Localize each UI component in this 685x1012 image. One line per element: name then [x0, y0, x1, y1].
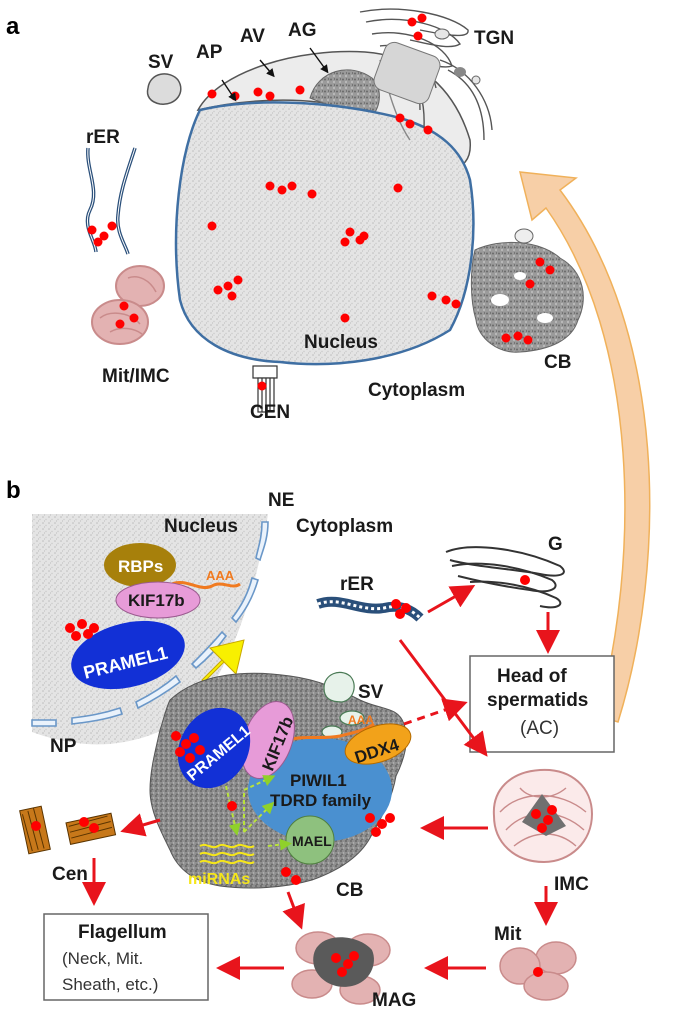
label-piwil1: PIWIL1: [290, 771, 347, 790]
cb-hole: [537, 313, 553, 323]
golgi-stack: [373, 41, 441, 105]
label-cytoplasm-a: Cytoplasm: [368, 380, 465, 401]
label-ne: NE: [268, 490, 294, 511]
mrna-tail-b2: [281, 722, 375, 744]
imc-node: [492, 768, 594, 864]
label-cytoplasm-b: Cytoplasm: [296, 516, 393, 537]
label-imc: IMC: [554, 874, 589, 895]
transport-arrows: [82, 585, 560, 980]
label-kif17b-b1: KIF17b: [128, 591, 185, 610]
sv-vesicle-a: [146, 73, 182, 105]
mitochondria-a: [91, 265, 165, 345]
pramel1-dots-mag: [331, 951, 359, 977]
label-aaa-b1: AAA: [206, 568, 235, 583]
label-flag-line2: (Neck, Mit.: [62, 949, 143, 968]
label-np: NP: [50, 736, 77, 757]
pramel1-dots-rer-b: [391, 599, 411, 619]
label-av: AV: [240, 26, 265, 47]
label-nucleus-b: Nucleus: [164, 516, 238, 537]
pramel1-dots-imc: [531, 805, 557, 833]
cb-hole: [514, 272, 526, 280]
label-rer-b: rER: [340, 574, 374, 595]
rbps-node: [104, 543, 176, 587]
cb-hole: [491, 294, 509, 306]
pramel1-node-b2: [177, 707, 251, 789]
label-ap: AP: [196, 42, 223, 63]
ddx4-node: [344, 723, 412, 765]
label-mit-b: Mit: [494, 924, 522, 945]
label-head-line1: Head of: [497, 666, 567, 687]
mitochondria-b: [499, 941, 577, 1001]
pramel1-dots-b1: [65, 619, 99, 641]
panel-b-letter: b: [6, 477, 21, 504]
label-head-line3: (AC): [520, 718, 559, 739]
mrna-tail-b1: [171, 581, 241, 589]
kif17b-node-b1: [115, 581, 201, 619]
label-mael: MAEL: [292, 833, 332, 849]
leader-lines-a: [221, 47, 329, 102]
nucleus-a: [174, 101, 475, 366]
rer-b: [316, 596, 424, 622]
rer-a: [85, 147, 137, 255]
label-head-line2: spermatids: [487, 690, 588, 711]
pramel1-dot-mit: [533, 967, 543, 977]
nuclear-export-arrow: [201, 639, 245, 683]
label-ag: AG: [288, 20, 317, 41]
sv-vesicle-b: [323, 671, 355, 703]
piwil1-tdrd-node: [248, 738, 392, 842]
mirna-wavy: [199, 843, 255, 865]
label-mit-imc: Mit/IMC: [102, 366, 170, 387]
head-spermatids-box: [469, 655, 615, 753]
pramel1-dot-golgi-b: [520, 575, 530, 585]
label-rer-a: rER: [86, 127, 120, 148]
interaction-arrows-cb: [225, 775, 292, 851]
label-mag: MAG: [372, 990, 416, 1011]
label-flag-line3: Sheath, etc.): [62, 975, 158, 994]
label-flag-line1: Flagellum: [78, 922, 167, 943]
label-rbps: RBPs: [118, 557, 163, 576]
label-sv-b: SV: [358, 682, 384, 703]
label-cb-b: CB: [336, 880, 363, 901]
pramel1-dots-cb-b: [171, 731, 395, 885]
label-sv-a: SV: [148, 52, 174, 73]
label-aaa-b2: AAA: [348, 713, 374, 727]
label-nucleus-a: Nucleus: [304, 332, 378, 353]
sv-vesicle-b2: [339, 710, 365, 726]
label-g: G: [548, 534, 563, 555]
curved-arrow-to-acrosome: [519, 171, 651, 723]
label-tgn: TGN: [474, 28, 514, 49]
label-cb-a: CB: [544, 352, 571, 373]
label-tdrd: TDRD family: [270, 791, 372, 810]
panel-a-letter: a: [6, 13, 20, 40]
label-cen-a: CEN: [250, 402, 290, 423]
cb-a: [470, 241, 584, 353]
golgi-b: [445, 546, 565, 609]
tgn-vesicle: [454, 67, 466, 77]
tgn-vesicle: [434, 28, 450, 40]
label-cen-b: Cen: [52, 864, 88, 885]
pramel1-dots-cen: [31, 817, 99, 833]
tgn-vesicle: [471, 75, 481, 85]
cb-satellite: [514, 228, 534, 244]
label-mirnas: miRNAs: [188, 871, 250, 888]
flagellum-box: [43, 913, 209, 1001]
pramel1-node-b1: [71, 620, 185, 690]
